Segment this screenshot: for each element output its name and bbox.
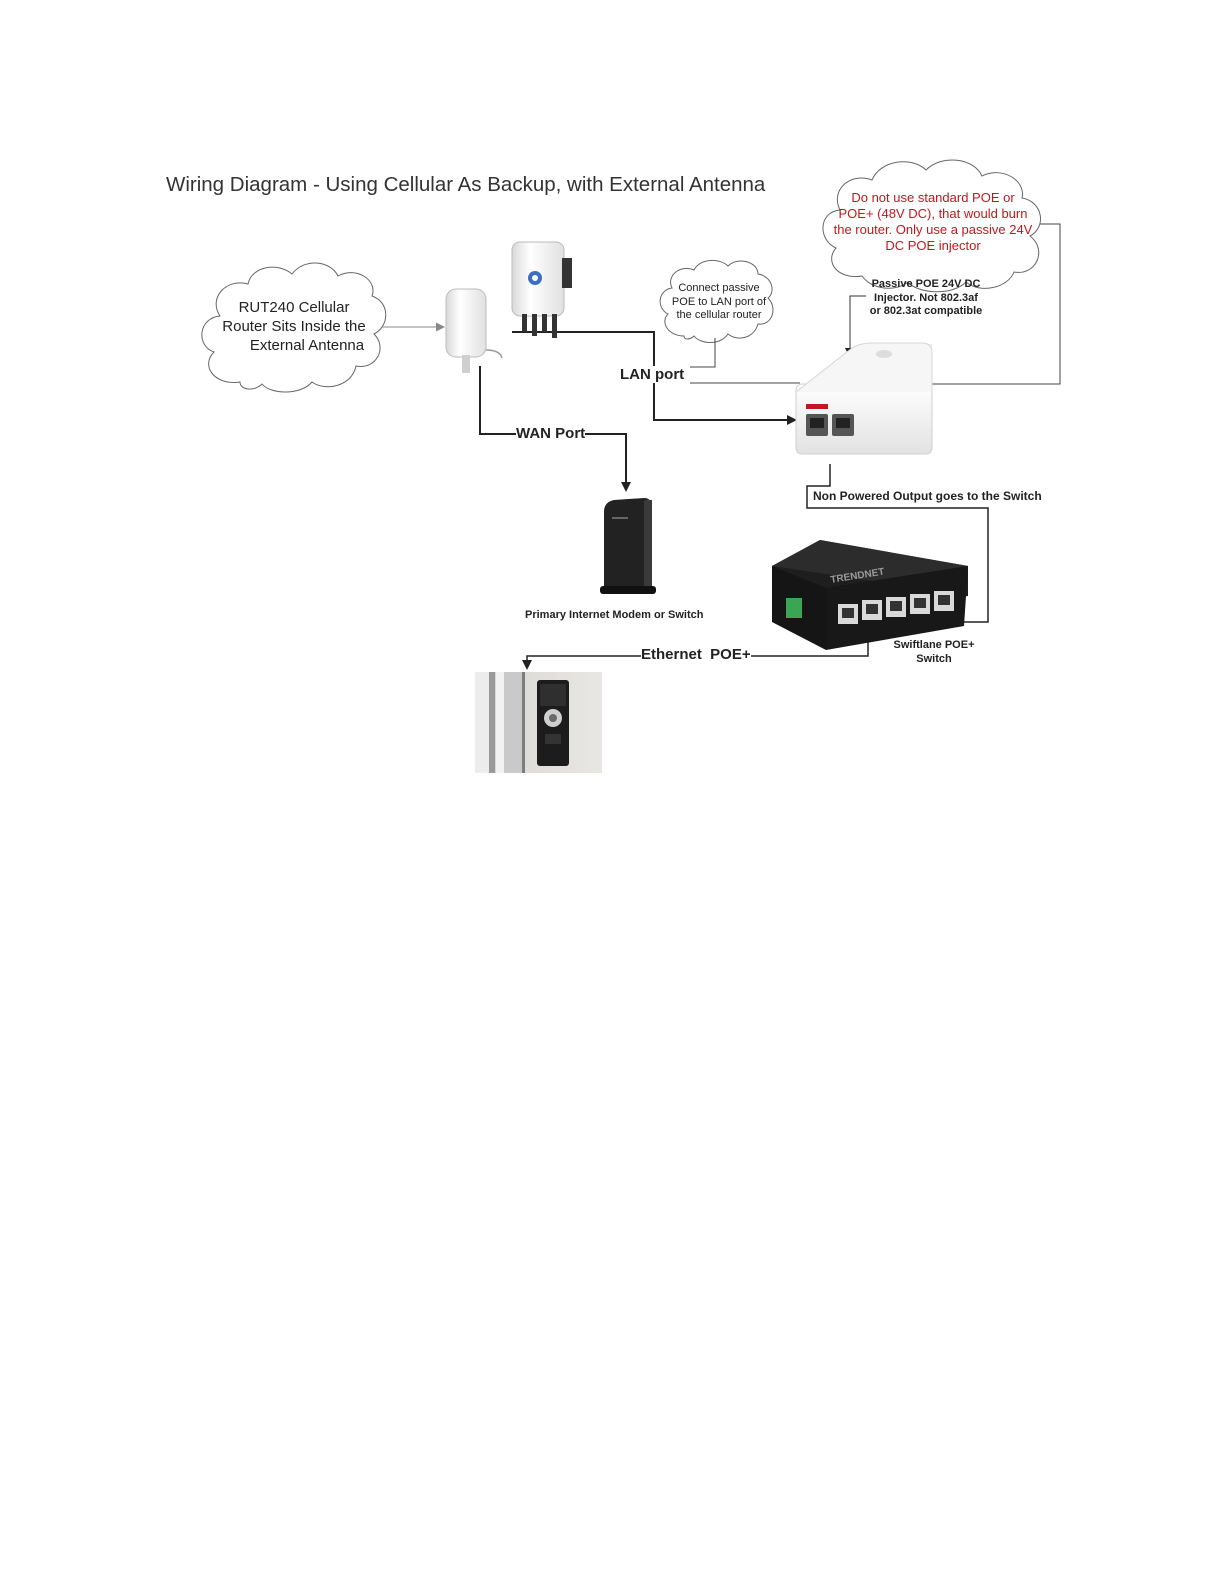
router-note-cloud — [201, 262, 387, 393]
injector-label: Passive POE 24V DC Injector. Not 802.3af… — [858, 278, 994, 319]
injector-label-line: Injector. Not 802.3af — [874, 291, 978, 304]
wan-port-label: WAN Port — [516, 425, 586, 442]
warning-note-leader — [932, 223, 1061, 385]
router-note-line: RUT240 Cellular — [238, 299, 350, 316]
switch-label-line: Switch — [916, 652, 952, 665]
connect-note-leader — [690, 338, 716, 368]
swiftlane-reader-image — [475, 672, 602, 773]
non-powered-cable — [806, 464, 989, 627]
lan-port-label: LAN port — [620, 366, 685, 383]
rut240-router-image — [445, 288, 503, 373]
connect-note-line: POE to LAN port of — [671, 295, 767, 308]
warning-note-cloud — [822, 159, 1041, 293]
injector-label-line: or 802.3at compatible — [869, 305, 983, 317]
modem-label: Primary Internet Modem or Switch — [525, 609, 704, 621]
primary-modem-image — [600, 498, 656, 594]
switch-label-line: Swiftlane POE+ — [893, 639, 975, 651]
page-title: Wiring Diagram - Using Cellular As Backu… — [166, 173, 766, 196]
connect-note-cloud — [659, 260, 774, 343]
router-note-text: RUT240 Cellular Router Sits Inside the E… — [212, 298, 376, 355]
switch-label: Swiftlane POE+ Switch — [884, 639, 984, 666]
connect-note-line: Connect passive — [678, 282, 760, 294]
warning-note-text: Do not use standard POE or POE+ (48V DC)… — [820, 190, 1046, 254]
router-note-line: Router Sits Inside the — [222, 318, 366, 335]
connect-note-line: the cellular router — [676, 309, 762, 321]
poe-injector-image — [795, 342, 933, 455]
connect-note-text: Connect passive POE to LAN port of the c… — [660, 282, 778, 323]
poe-switch-image: TRENDNET — [772, 540, 968, 650]
non-powered-output-label: Non Powered Output goes to the Switch — [813, 489, 1042, 503]
warning-note-line: DC POE injector — [885, 238, 981, 253]
injector-note-arrow — [845, 295, 866, 358]
warning-note-line: POE+ (48V DC), that would burn — [838, 206, 1028, 221]
external-antenna-image — [511, 241, 572, 338]
injector-label-line: Passive POE 24V DC — [871, 278, 981, 290]
router-note-line: External Antenna — [249, 337, 365, 354]
warning-note-line: the router. Only use a passive 24V — [833, 222, 1033, 237]
ethernet-poe-label: Ethernet POE+ — [641, 646, 751, 663]
warning-note-line: Do not use standard POE or — [851, 190, 1015, 205]
